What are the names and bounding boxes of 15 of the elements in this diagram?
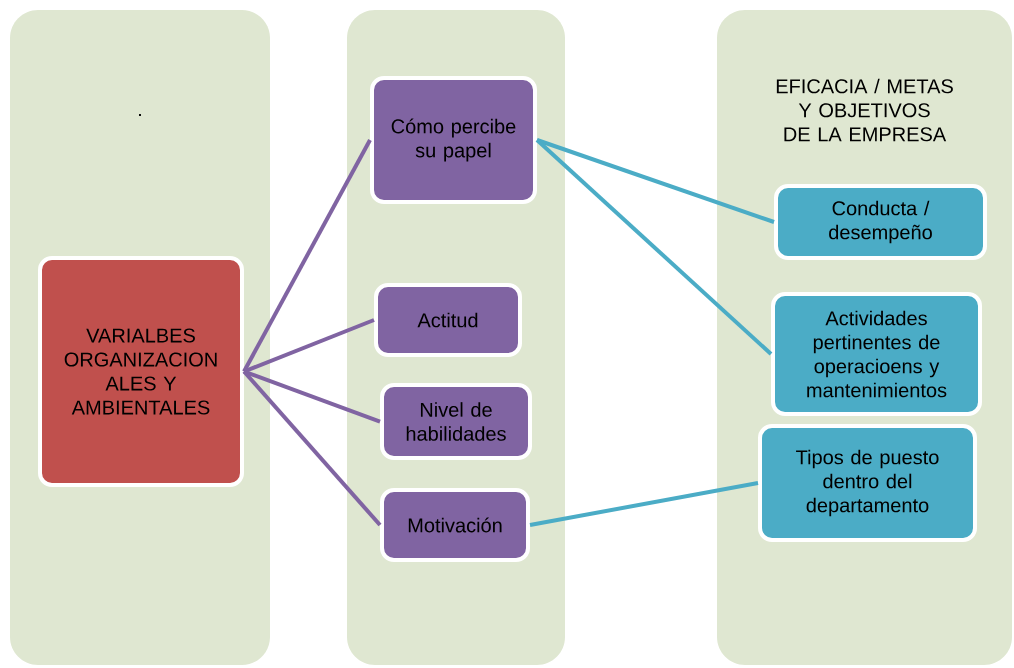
factor-box: Actitud: [374, 283, 522, 357]
connector-line: [536, 138, 775, 224]
connector-line: [529, 481, 759, 527]
result-box: Conducta / desempeño: [774, 184, 987, 260]
result-box: Actividades pertinentes de operacioens y mantenimientos: [771, 292, 982, 416]
connector-line: [535, 138, 773, 356]
main-box: VARIALBES ORGANIZACION ALES Y AMBIENTALES: [38, 256, 244, 487]
result-box: Tipos de puesto dentro del departamento: [758, 424, 977, 542]
connector-line: [243, 369, 381, 424]
connector-line: [242, 139, 372, 373]
factor-box: Cómo percibe su papel: [370, 76, 537, 204]
factor-box: Nivel de habilidades: [380, 383, 532, 460]
connector-line: [242, 370, 382, 527]
factor-box: Motivación: [380, 488, 530, 562]
connector-line: [243, 318, 375, 374]
